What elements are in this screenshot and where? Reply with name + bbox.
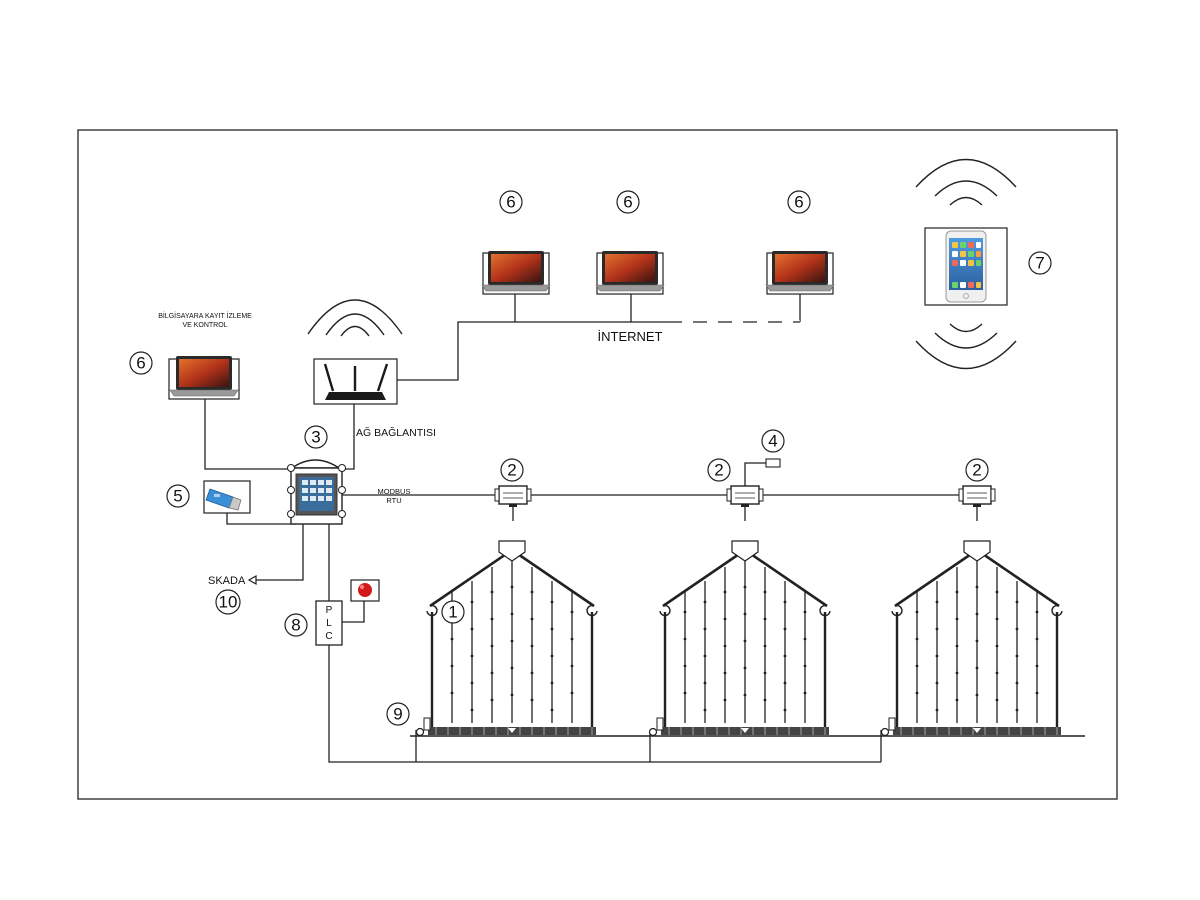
callout-1: 1 bbox=[441, 600, 465, 624]
touch-panel-icon bbox=[287, 459, 346, 525]
silo-icon bbox=[415, 539, 599, 737]
svg-text:10: 10 bbox=[219, 593, 238, 612]
svg-text:6: 6 bbox=[794, 193, 803, 212]
callout-6: 6 bbox=[499, 190, 523, 214]
probe-icon bbox=[765, 458, 781, 468]
svg-text:2: 2 bbox=[972, 461, 981, 480]
pc-record-label-line2: VE KONTROL bbox=[182, 322, 227, 329]
skada-arrow-icon bbox=[247, 574, 257, 586]
network-label: AĞ BAĞLANTISI bbox=[356, 426, 436, 439]
wifi-icon bbox=[915, 323, 1017, 370]
svg-text:6: 6 bbox=[136, 354, 145, 373]
callout-3: 3 bbox=[304, 425, 328, 449]
svg-text:5: 5 bbox=[173, 487, 182, 506]
wifi-icon bbox=[915, 158, 1017, 206]
smartphone-icon bbox=[924, 227, 1008, 306]
rtu-label: RTU bbox=[386, 496, 401, 505]
sensor-box-icon bbox=[494, 485, 532, 508]
laptop-icon bbox=[595, 250, 665, 295]
svg-text:3: 3 bbox=[311, 428, 320, 447]
router-icon bbox=[313, 358, 398, 405]
svg-text:8: 8 bbox=[291, 616, 300, 635]
callout-9: 9 bbox=[386, 702, 410, 726]
svg-text:9: 9 bbox=[393, 705, 402, 724]
callout-2: 2 bbox=[500, 458, 524, 482]
plc-letter-c: C bbox=[325, 631, 332, 642]
diagram-frame bbox=[77, 129, 1118, 800]
svg-text:4: 4 bbox=[768, 432, 777, 451]
svg-text:2: 2 bbox=[714, 461, 723, 480]
callout-6: 6 bbox=[129, 351, 153, 375]
wiring bbox=[204, 294, 978, 763]
svg-text:6: 6 bbox=[506, 193, 515, 212]
alarm-beacon-icon bbox=[350, 579, 380, 602]
modbus-label: MODBUS bbox=[378, 487, 411, 496]
callout-2: 2 bbox=[965, 458, 989, 482]
callout-2: 2 bbox=[707, 458, 731, 482]
internet-label: İNTERNET bbox=[598, 329, 663, 344]
silo-icon bbox=[880, 539, 1064, 737]
laptop-icon bbox=[765, 250, 835, 295]
callout-4: 4 bbox=[761, 429, 785, 453]
plc-letter-p: P bbox=[326, 605, 333, 616]
laptop-icon bbox=[481, 250, 551, 295]
svg-text:2: 2 bbox=[507, 461, 516, 480]
silo-icon bbox=[648, 539, 832, 737]
callout-8: 8 bbox=[284, 613, 308, 637]
plc-letter-l: L bbox=[326, 618, 332, 629]
callout-10: 10 bbox=[215, 589, 241, 615]
sensor-box-icon bbox=[726, 485, 764, 508]
sensor-box-icon bbox=[958, 485, 996, 508]
usb-stick-icon bbox=[203, 480, 251, 514]
laptop-icon bbox=[168, 355, 240, 400]
skada-label: SKADA bbox=[208, 575, 246, 587]
svg-text:6: 6 bbox=[623, 193, 632, 212]
callout-6: 6 bbox=[787, 190, 811, 214]
callout-7: 7 bbox=[1028, 251, 1052, 275]
callout-6: 6 bbox=[616, 190, 640, 214]
pc-record-label-line1: BİLGİSAYARA KAYIT İZLEME bbox=[158, 311, 252, 320]
plc-box bbox=[315, 600, 343, 646]
wifi-icon bbox=[307, 299, 403, 337]
callout-5: 5 bbox=[166, 484, 190, 508]
svg-text:1: 1 bbox=[448, 603, 457, 622]
svg-text:7: 7 bbox=[1035, 254, 1044, 273]
